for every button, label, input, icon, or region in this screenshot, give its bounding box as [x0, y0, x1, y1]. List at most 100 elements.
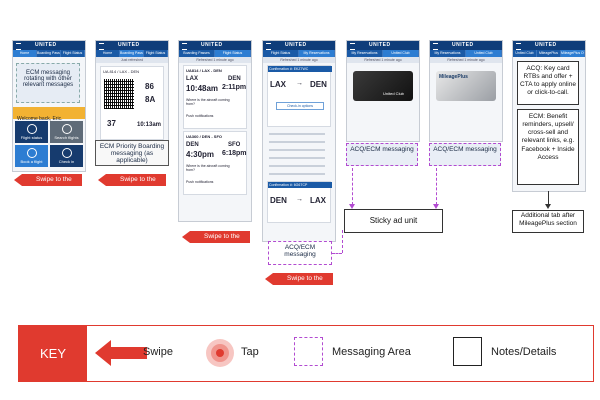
arrow-down-icon: [349, 204, 355, 209]
tab-boarding-passes[interactable]: Boarding Passes: [179, 50, 215, 57]
tab-my-reservations[interactable]: My Reservations: [347, 50, 383, 57]
acq-ecm-area-2: ACQ/ECM messaging: [346, 143, 418, 166]
legend-title: KEY: [19, 326, 87, 381]
tab-united-club[interactable]: United Club: [513, 50, 537, 57]
legend-swipe-label: Swipe: [143, 346, 173, 358]
flight-card-1[interactable]: UA814 / LAX - DEN LAX DEN 10:48am 2:11pm…: [183, 65, 247, 129]
menu-icon[interactable]: [516, 43, 521, 50]
list-item[interactable]: [269, 149, 325, 151]
brand-logo: UNITED: [118, 42, 140, 48]
sticky-ad-note: Sticky ad unit: [344, 209, 443, 233]
connector-line: [352, 168, 353, 205]
menu-icon[interactable]: [433, 43, 438, 50]
refresh-status: Refreshed 1 minute ago: [263, 57, 335, 63]
list-item[interactable]: [269, 141, 325, 143]
tab-home[interactable]: Home: [96, 50, 120, 57]
refresh-status: Just refreshed: [96, 57, 168, 63]
aircraft-question[interactable]: Where is the aircraft coming from?: [186, 164, 230, 172]
screen-boarding-pass: UNITED Home Boarding Passes Flight Statu…: [95, 40, 169, 142]
menu-icon[interactable]: [182, 43, 187, 50]
legend-messaging-label: Messaging Area: [332, 346, 411, 358]
tab-bar: United Club MileagePlus MileagePlus Offe…: [513, 50, 585, 57]
check-in-options[interactable]: Check-in options: [276, 102, 324, 110]
additional-tab-label: Additional tab after MileagePlus section: [519, 212, 577, 228]
aircraft-question[interactable]: Where is the aircraft coming from?: [186, 98, 230, 106]
connector-line: [548, 191, 549, 205]
acq-ecm-area-3: ACQ/ECM messaging: [429, 143, 501, 166]
messaging-area: ECM messaging rotating with other releva…: [16, 63, 80, 103]
messaging-text: ECM messaging rotating with other releva…: [22, 70, 74, 88]
menu-icon[interactable]: [350, 43, 355, 50]
connector-line: [332, 253, 342, 254]
tab-bar: Flight Status My Reservations: [263, 50, 335, 57]
tab-mileageplus-offers[interactable]: MileagePlus Offers: [561, 50, 585, 57]
tab-my-reservations[interactable]: My Reservations: [299, 50, 335, 57]
club-card[interactable]: United Club: [353, 71, 413, 101]
app-header: UNITED: [430, 41, 502, 50]
acq-note: ACQ: Key card RTBs and offer + CTA to ap…: [517, 61, 579, 105]
screen-united-club: UNITED My Reservations United Club Refre…: [346, 40, 420, 142]
arrow-down-icon: [545, 204, 551, 209]
list-item[interactable]: [269, 133, 325, 135]
app-header: UNITED: [179, 41, 251, 50]
card-name: MileagePlus: [439, 74, 468, 80]
swipe-indicator: Swipe to the left: [182, 231, 250, 252]
arrival-time: 6:18pm: [222, 150, 247, 157]
menu-icon[interactable]: [16, 43, 21, 50]
card-name: United Club: [383, 91, 404, 96]
push-notifications-label: Push notifications: [186, 180, 214, 184]
ecm-priority-area: ECM Priority Boarding messaging (as appl…: [95, 140, 169, 166]
messaging-area-swatch: [294, 337, 323, 366]
tab-boarding-passes[interactable]: Boarding Passes: [120, 50, 144, 57]
list-item[interactable]: [269, 173, 325, 175]
reservation-card-2[interactable]: Confirmation #: 6G6TCP DEN → LAX: [267, 181, 332, 223]
tile-check-in[interactable]: Check in: [50, 145, 83, 167]
acq-ecm-label: ACQ/ECM messaging: [350, 146, 414, 153]
list-item[interactable]: [269, 157, 325, 159]
tab-mileageplus[interactable]: MileagePlus: [537, 50, 561, 57]
origin-code: DEN: [186, 142, 199, 148]
menu-icon[interactable]: [266, 43, 271, 50]
swipe-indicator: Swipe to the left: [98, 174, 166, 195]
legend-notes-label: Notes/Details: [491, 346, 557, 358]
tab-bar: Boarding Passes Flight Status: [179, 50, 251, 57]
boarding-group: 8A: [145, 95, 156, 104]
sticky-ad-label: Sticky ad unit: [369, 216, 418, 225]
tile-label: Flight status: [20, 135, 43, 140]
tab-boarding-passes[interactable]: Boarding Passes: [37, 50, 61, 57]
tile-search-flights[interactable]: Search flights: [50, 121, 83, 143]
menu-icon[interactable]: [99, 43, 104, 50]
origin-code: LAX: [186, 76, 198, 82]
app-header: UNITED: [96, 41, 168, 50]
list-item[interactable]: [269, 165, 325, 167]
app-header: UNITED: [13, 41, 85, 50]
tab-flight-status[interactable]: Flight Status: [61, 50, 85, 57]
tab-flight-status[interactable]: Flight Status: [215, 50, 251, 57]
tile-flight-status[interactable]: Flight status: [15, 121, 48, 143]
swipe-indicator: Swipe to the left: [14, 174, 82, 195]
tile-book-flight[interactable]: Book a flight: [15, 145, 48, 167]
brand-logo: UNITED: [201, 42, 223, 48]
refresh-status: Refreshed 1 minute ago: [430, 57, 502, 63]
origin-code: LAX: [270, 80, 286, 89]
boarding-time: 10:13am: [137, 122, 162, 128]
brand-logo: UNITED: [535, 42, 557, 48]
clock-icon: [26, 124, 37, 134]
screen-home: UNITED Home Boarding Passes Flight Statu…: [12, 40, 86, 172]
tab-home[interactable]: Home: [13, 50, 37, 57]
tab-flight-status[interactable]: Flight Status: [144, 50, 168, 57]
flight-card-2[interactable]: UA360 / DEN - SFO DEN SFO 4:30pm 6:18pm …: [183, 131, 247, 195]
flight-route: UA814 / LAX - DEN: [186, 68, 222, 73]
ecm-note-text: ECM: Benefit reminders, upsell/ cross-se…: [521, 113, 575, 161]
mileageplus-card[interactable]: MileagePlus: [436, 71, 496, 101]
seat-number: 86: [145, 82, 154, 91]
tab-my-reservations[interactable]: My Reservations: [430, 50, 466, 57]
swipe-label: Swipe to the left: [204, 233, 240, 252]
tap-icon: [206, 339, 234, 367]
push-notifications-label: Push notifications: [186, 114, 214, 118]
tab-united-club[interactable]: United Club: [466, 50, 502, 57]
tab-united-club[interactable]: United Club: [383, 50, 419, 57]
tab-flight-status[interactable]: Flight Status: [263, 50, 299, 57]
reservation-card-1[interactable]: Confirmation #: EKZ7WC LAX → DEN Check-i…: [267, 65, 332, 127]
tile-label: Search flights: [54, 135, 79, 140]
